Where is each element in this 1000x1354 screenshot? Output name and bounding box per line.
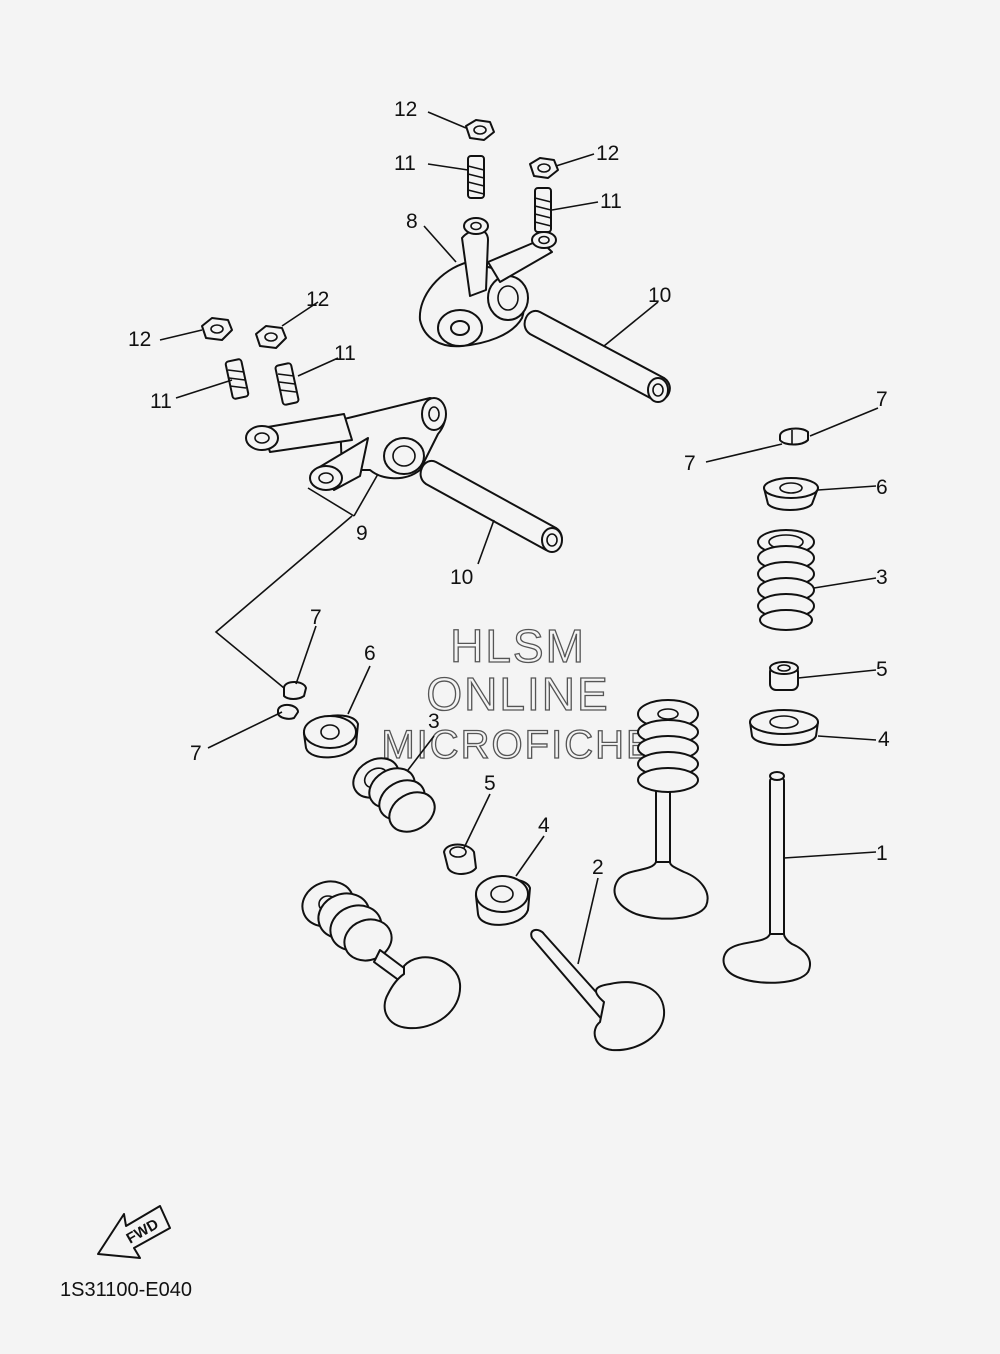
- callout-11-left: 11: [150, 390, 172, 413]
- valve-retainer-left: [302, 714, 359, 759]
- spring-seat-left: [475, 875, 531, 926]
- valve-cotter-left-lower: [277, 704, 299, 720]
- callout-9: 9: [356, 522, 368, 545]
- watermark-line3: MICROFICHE: [381, 723, 654, 767]
- callout-11-mid: 11: [334, 342, 356, 365]
- adjusting-screw-upper-left: [467, 155, 485, 199]
- callout-7-right-bottom: 7: [684, 452, 696, 475]
- watermark-line1: HLSM: [450, 620, 586, 672]
- assembled-valve-center: [613, 699, 709, 920]
- callout-12-mid: 12: [306, 288, 329, 311]
- fwd-arrow-icon: FWD: [97, 1205, 171, 1259]
- valve-stem-seal-left: [443, 843, 477, 875]
- callout-1: 1: [876, 842, 888, 865]
- locknut-lower-left: [201, 317, 233, 341]
- rocker-arm-upper: [418, 217, 557, 348]
- valve-spring-left: [352, 757, 436, 833]
- locknut-upper-right: [529, 157, 559, 179]
- adjusting-screw-upper-right: [534, 187, 552, 233]
- callout-7-left-top: 7: [310, 606, 322, 629]
- callout-8: 8: [406, 210, 418, 233]
- callout-7-right-top: 7: [876, 388, 888, 411]
- spring-seat-right: [749, 709, 819, 746]
- rocker-shaft-lower: [419, 459, 563, 553]
- assembled-valve-left: [301, 880, 462, 1030]
- callouts: 12 11 12 11 8 12 12 11 11 10 10 9 7 7 6 …: [128, 98, 890, 879]
- callout-5-right: 5: [876, 658, 888, 681]
- exhaust-valve-right: [722, 771, 811, 984]
- callout-11-top: 11: [394, 152, 416, 175]
- callout-3-right: 3: [876, 566, 888, 589]
- rocker-shaft-upper: [523, 309, 671, 403]
- figure-id: 1S31100-E040: [60, 1279, 192, 1301]
- valve-spring-right: [757, 529, 815, 631]
- callout-4-left: 4: [538, 814, 550, 837]
- locknut-lower-right: [255, 325, 287, 349]
- callout-12-right: 12: [596, 142, 619, 165]
- callout-6-right: 6: [876, 476, 888, 499]
- callout-2: 2: [592, 856, 604, 879]
- callout-12-top: 12: [394, 98, 417, 121]
- watermark: HLSM ONLINE MICROFICHE: [381, 619, 654, 767]
- callout-4-right: 4: [878, 728, 890, 751]
- callout-7-left-bottom: 7: [190, 742, 202, 765]
- leader-lines: [159, 111, 879, 965]
- adjusting-screw-lower-right: [274, 362, 300, 406]
- valve-cotter-left-upper: [283, 681, 307, 700]
- valve-cotter-right: [779, 427, 809, 446]
- watermark-line2: ONLINE: [426, 668, 609, 720]
- callout-10-lower: 10: [450, 566, 473, 589]
- rocker-arm-lower: [245, 397, 447, 491]
- callout-5-left: 5: [484, 772, 496, 795]
- adjusting-screw-lower-left: [224, 358, 250, 400]
- callout-10-upper: 10: [648, 284, 671, 307]
- locknut-upper-left: [465, 119, 495, 141]
- callout-12-left: 12: [128, 328, 151, 351]
- group-bracket-9: [214, 515, 353, 689]
- callout-6-left: 6: [364, 642, 376, 665]
- callout-3-left: 3: [428, 710, 440, 733]
- valve-stem-seal-right: [769, 661, 799, 691]
- callout-11-right: 11: [600, 190, 622, 213]
- valve-retainer-right: [763, 477, 819, 511]
- intake-valve-left: [530, 928, 666, 1052]
